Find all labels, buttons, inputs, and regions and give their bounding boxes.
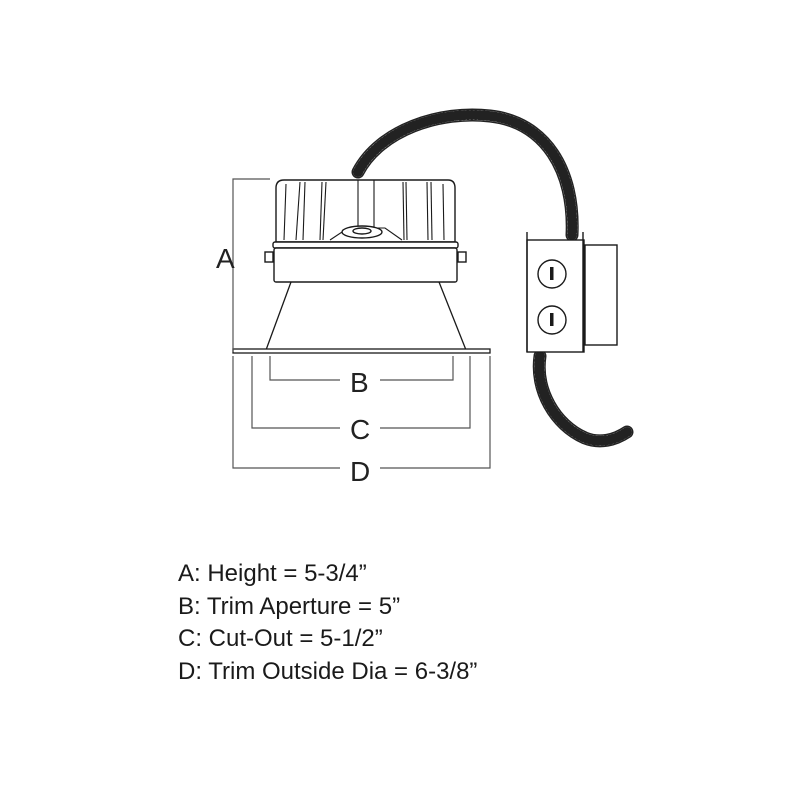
- spec-cut-out: C: Cut-Out = 5-1/2”: [178, 625, 383, 652]
- flex-conduit: [351, 108, 634, 448]
- dim-label-b: B: [350, 367, 369, 398]
- dim-label-a: A: [216, 243, 235, 274]
- heat-sink: [275, 179, 456, 243]
- spec-height: A: Height = 5-3/4”: [178, 560, 367, 587]
- spec-trim-outside-dia: D: Trim Outside Dia = 6-3/8”: [178, 657, 478, 685]
- collar: [264, 241, 467, 283]
- spec-list: A: Height = 5-3/4” B: Trim Aperture = 5”…: [178, 558, 477, 688]
- trim-flange: [232, 348, 491, 354]
- driver-port: [341, 225, 383, 239]
- spec-trim-aperture: B: Trim Aperture = 5”: [178, 592, 401, 620]
- dimension-lines: [232, 178, 491, 469]
- dim-label-d: D: [350, 456, 370, 487]
- dim-label-c: C: [350, 414, 370, 445]
- reflector-cone: [265, 281, 467, 351]
- junction-box: [526, 232, 618, 353]
